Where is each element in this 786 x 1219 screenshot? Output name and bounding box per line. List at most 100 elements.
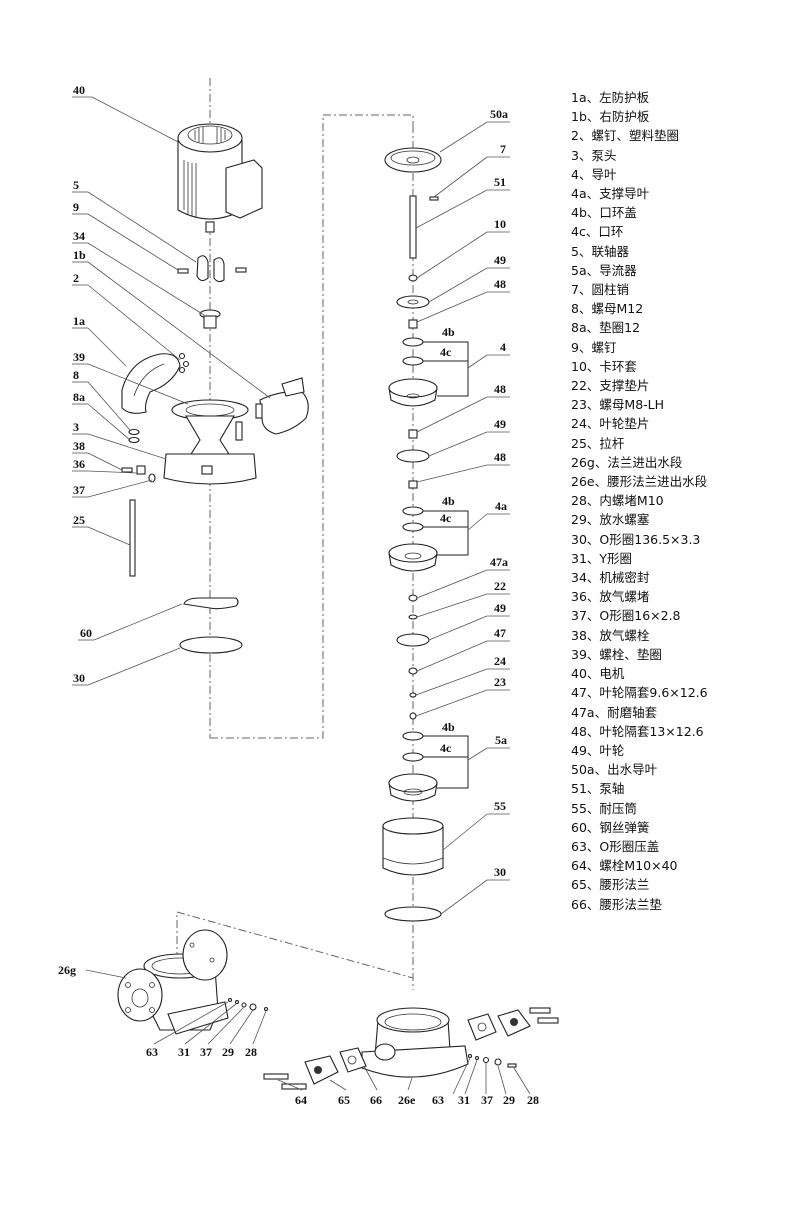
oval-flange-right-65	[467, 1007, 559, 1041]
screws-2	[178, 352, 190, 374]
callout-29-a: 29	[222, 1045, 234, 1059]
parts-list-item: 9、螺钉	[571, 339, 617, 355]
callout-4b-1: 4b	[442, 325, 455, 339]
parts-list-item: 3、泵头	[571, 147, 617, 163]
parts-list-item: 10、卡环套	[571, 358, 637, 374]
callout-37-a: 37	[200, 1045, 212, 1059]
parts-list-item: 65、腰形法兰	[571, 877, 650, 893]
callout-47a: 47a	[490, 555, 508, 569]
impeller-washer-24	[409, 692, 417, 698]
support-guide-vane-4a	[388, 506, 438, 572]
impeller-49-c	[396, 633, 430, 647]
callout-1a: 1a	[73, 314, 85, 328]
drain-parts-left	[227, 997, 269, 1012]
callout-63-b: 63	[432, 1093, 444, 1107]
parts-list-item: 2、螺钉、塑料垫圈	[571, 128, 679, 144]
callout-49-b: 49	[494, 417, 506, 431]
callout-34: 34	[73, 229, 85, 243]
callout-28-b: 28	[527, 1093, 539, 1107]
callout-4b-2: 4b	[442, 494, 455, 508]
parts-list-item: 47、叶轮隔套9.6×12.6	[571, 685, 708, 701]
callout-1b: 1b	[73, 248, 86, 262]
oval-flange-left-65	[304, 1055, 339, 1085]
parts-list-item: 4a、支撑导叶	[571, 186, 650, 202]
callout-30-top: 30	[73, 671, 85, 685]
parts-list-item: 49、叶轮	[571, 742, 625, 758]
oval-flange-housing-26e	[361, 1007, 469, 1078]
parts-list-item: 22、支撑垫片	[571, 378, 650, 394]
flange-gasket-left-66	[339, 1047, 367, 1073]
parts-list-item: 4、导叶	[571, 166, 617, 182]
pump-head-3	[163, 399, 257, 485]
vent-parts	[121, 465, 156, 483]
parts-list-item: 7、圆柱销	[571, 282, 629, 298]
nut-23	[409, 712, 417, 720]
callout-labels: 40 5 9 34 1b 2 1a 39 8 8a 3 38 36 37 25 …	[58, 83, 539, 1107]
parts-list-item: 60、钢丝弹簧	[571, 819, 650, 835]
callout-55: 55	[494, 799, 506, 813]
callout-29-b: 29	[503, 1093, 515, 1107]
parts-list-item: 40、电机	[571, 666, 625, 682]
impeller-49-a	[396, 295, 430, 309]
callout-31-b: 31	[458, 1093, 470, 1107]
parts-list-item: 1a、左防护板	[571, 90, 650, 105]
callout-5a: 5a	[495, 733, 507, 747]
parts-list-item: 30、O形圈136.5×3.3	[571, 531, 701, 547]
motor-40	[177, 123, 263, 233]
callout-36: 36	[73, 457, 85, 471]
callout-30-bottom: 30	[494, 865, 506, 879]
parts-list-item: 25、拉杆	[571, 435, 625, 451]
callout-38: 38	[73, 439, 85, 453]
spacer-48-a	[408, 319, 418, 329]
bolts-left-64	[263, 1073, 307, 1090]
pressure-barrel-55	[382, 817, 444, 876]
nuts-washers-8	[128, 428, 140, 444]
callout-50a: 50a	[490, 107, 508, 121]
diffuser-5a	[388, 731, 438, 802]
callout-9: 9	[73, 200, 79, 214]
callout-39: 39	[73, 350, 85, 364]
parts-list-item: 36、放气螺堵	[571, 589, 650, 605]
parts-list-item: 66、腰形法兰垫	[571, 896, 662, 912]
parts-list-item: 34、机械密封	[571, 570, 650, 586]
o-ring-30-bottom	[384, 906, 442, 922]
parts-list-item: 50a、出水导叶	[571, 762, 658, 778]
right-guard-1b	[255, 377, 309, 435]
parts-list-item: 29、放水螺塞	[571, 512, 650, 528]
callout-23: 23	[494, 675, 506, 689]
tie-rod-25	[129, 499, 136, 577]
parts-list-item: 26e、腰形法兰进出水段	[571, 474, 708, 490]
support-washer-22	[408, 614, 418, 620]
callout-2: 2	[73, 271, 79, 285]
spacer-47	[408, 667, 418, 675]
callout-48-c: 48	[494, 450, 506, 464]
callout-31-a: 31	[178, 1045, 190, 1059]
parts-list-item: 47a、耐磨轴套	[571, 704, 658, 720]
callout-4: 4	[500, 340, 506, 354]
spacer-48-c	[408, 480, 418, 489]
parts-list-item: 23、螺母M8-LH	[571, 397, 665, 413]
callout-7: 7	[500, 142, 506, 156]
callout-49-c: 49	[494, 601, 506, 615]
callout-8: 8	[73, 368, 79, 382]
callout-26e: 26e	[398, 1093, 416, 1107]
parts-list-item: 28、内螺堵M10	[571, 493, 664, 509]
parts-list-item: 37、O形圈16×2.8	[571, 608, 681, 624]
parts-list-item: 5、联轴器	[571, 243, 629, 259]
parts-list-item: 51、泵轴	[571, 781, 625, 797]
parts-list-item: 8、螺母M12	[571, 301, 644, 317]
callout-4c-3: 4c	[440, 741, 452, 755]
callout-28-a: 28	[245, 1045, 257, 1059]
coupling-5	[177, 255, 247, 283]
callout-4c-1: 4c	[440, 345, 452, 359]
leader-lines	[72, 96, 531, 1095]
callout-48-a: 48	[494, 277, 506, 291]
callout-65: 65	[338, 1093, 350, 1107]
parts-list-item: 39、螺栓、垫圈	[571, 646, 662, 662]
parts-list-item: 4c、口环	[571, 224, 624, 240]
pin-7	[429, 196, 439, 201]
parts-list-item: 38、放气螺栓	[571, 627, 650, 643]
pump-shaft-51	[409, 195, 417, 259]
callout-4c-2: 4c	[440, 511, 452, 525]
